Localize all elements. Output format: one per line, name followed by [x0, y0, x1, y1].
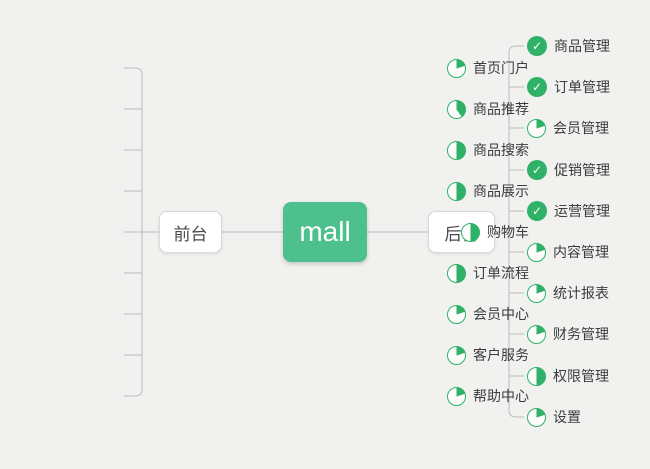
branch-node-frontend[interactable]: 前台 — [159, 211, 222, 253]
topic-label: 商品推荐 — [473, 101, 529, 117]
topic-label: 财务管理 — [553, 326, 609, 342]
progress-pie-icon — [527, 324, 546, 344]
topic-item-backend-8[interactable]: 权限管理 — [527, 365, 609, 387]
progress-pie-icon — [447, 304, 466, 324]
progress-pie-icon — [447, 181, 466, 201]
topic-label: 内容管理 — [553, 244, 609, 260]
topic-item-backend-9[interactable]: 设置 — [527, 406, 581, 428]
topic-item-frontend-4[interactable]: 购物车 — [461, 221, 529, 243]
progress-pie-icon — [447, 345, 466, 365]
topic-item-backend-3[interactable]: ✓ 促销管理 — [527, 159, 610, 181]
topic-label: 商品管理 — [554, 38, 610, 54]
progress-pie-icon — [527, 242, 546, 262]
progress-pie-icon — [447, 263, 466, 283]
progress-pie-icon — [447, 58, 466, 78]
topic-item-frontend-2[interactable]: 商品搜索 — [447, 139, 529, 161]
topic-label: 权限管理 — [553, 368, 609, 384]
topic-item-backend-7[interactable]: 财务管理 — [527, 323, 609, 345]
topic-label: 统计报表 — [553, 285, 609, 301]
progress-pie-icon — [527, 366, 546, 386]
topic-item-frontend-8[interactable]: 帮助中心 — [447, 385, 529, 407]
topic-item-backend-1[interactable]: ✓ 订单管理 — [527, 76, 610, 98]
topic-item-backend-6[interactable]: 统计报表 — [527, 282, 609, 304]
progress-pie-icon — [527, 407, 546, 427]
progress-pie-icon — [461, 222, 480, 242]
progress-pie-icon — [447, 140, 466, 160]
progress-pie-icon — [447, 386, 466, 406]
topic-item-frontend-7[interactable]: 客户服务 — [447, 344, 529, 366]
progress-pie-icon — [527, 283, 546, 303]
topic-item-backend-0[interactable]: ✓ 商品管理 — [527, 35, 610, 57]
progress-pie-icon — [447, 99, 466, 119]
topic-label: 运营管理 — [554, 203, 610, 219]
topic-item-frontend-5[interactable]: 订单流程 — [447, 262, 529, 284]
connector-path — [124, 45, 524, 418]
topic-label: 客户服务 — [473, 347, 529, 363]
topic-item-frontend-3[interactable]: 商品展示 — [447, 180, 529, 202]
topic-label: 首页门户 — [473, 60, 529, 76]
progress-check-icon: ✓ — [527, 160, 547, 180]
topic-label: 购物车 — [487, 224, 529, 240]
topic-label: 订单管理 — [554, 79, 610, 95]
root-node-mall[interactable]: mall — [283, 202, 367, 262]
topic-item-frontend-1[interactable]: 商品推荐 — [447, 98, 529, 120]
topic-label: 商品搜索 — [473, 142, 529, 158]
topic-label: 会员管理 — [553, 120, 609, 136]
topic-item-frontend-0[interactable]: 首页门户 — [447, 57, 529, 79]
topic-item-backend-5[interactable]: 内容管理 — [527, 241, 609, 263]
progress-check-icon: ✓ — [527, 201, 547, 221]
progress-pie-icon — [527, 118, 546, 138]
topic-label: 订单流程 — [473, 265, 529, 281]
progress-check-icon: ✓ — [527, 77, 547, 97]
topic-item-frontend-6[interactable]: 会员中心 — [447, 303, 529, 325]
progress-check-icon: ✓ — [527, 36, 547, 56]
topic-label: 设置 — [553, 409, 581, 425]
topic-item-backend-4[interactable]: ✓ 运营管理 — [527, 200, 610, 222]
topic-label: 帮助中心 — [473, 388, 529, 404]
topic-label: 会员中心 — [473, 306, 529, 322]
topic-item-backend-2[interactable]: 会员管理 — [527, 117, 609, 139]
topic-label: 商品展示 — [473, 183, 529, 199]
topic-label: 促销管理 — [554, 162, 610, 178]
